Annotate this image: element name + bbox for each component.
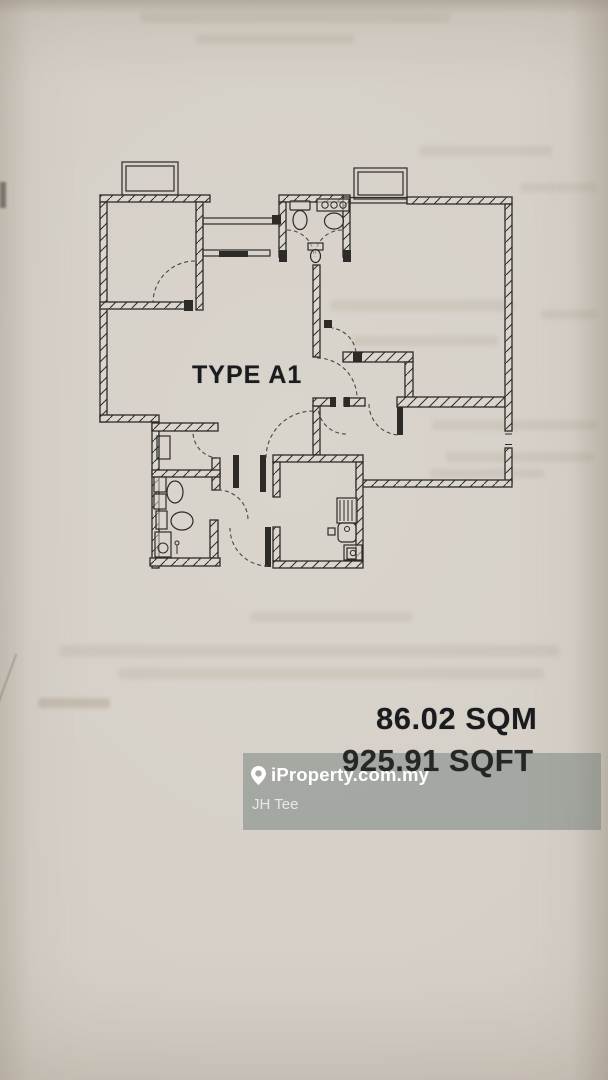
entry-corridor-lines — [156, 217, 281, 460]
watermark: iProperty.com.my JH Tee — [251, 753, 601, 830]
toilet-icon-2 — [155, 510, 194, 531]
pedestal-basin-icon — [307, 242, 324, 264]
sink-icon — [166, 480, 184, 504]
bleedthrough-text-smudge — [420, 146, 552, 156]
toilet-icon — [289, 200, 311, 231]
bleedthrough-text-smudge — [140, 12, 450, 23]
window-break — [505, 433, 512, 445]
bleedthrough-text-smudge — [352, 336, 498, 346]
vanity-sink-icon — [316, 198, 350, 230]
location-pin-icon — [251, 765, 266, 785]
kitchen-sink-icon — [327, 522, 357, 543]
area-sqft-label: 925.91 SQFT — [342, 743, 534, 778]
bleedthrough-text-smudge — [446, 452, 594, 462]
bleedthrough-text-smudge — [520, 183, 596, 192]
unit-type-label: TYPE A1 — [192, 361, 303, 389]
bleedthrough-text-smudge — [330, 300, 514, 311]
watermark-agent-name: JH Tee — [252, 796, 299, 813]
bleedthrough-text-smudge — [250, 612, 412, 622]
bleedthrough-text-smudge — [430, 469, 544, 478]
bleedthrough-text-smudge — [60, 645, 560, 657]
watermark-brand-label: iProperty.com.my — [271, 764, 430, 785]
shelf-icon — [153, 476, 167, 510]
bleedthrough-text-smudge — [196, 34, 354, 44]
kitchen-counter-icon — [336, 497, 358, 524]
washer-icon — [154, 531, 180, 558]
bleedthrough-text-smudge — [118, 668, 544, 679]
paper-edge-mark — [0, 182, 6, 208]
balcony-top-right — [349, 167, 408, 204]
area-sqm-label: 86.02 SQM — [376, 701, 538, 736]
bleedthrough-text-smudge — [540, 310, 598, 319]
watermark-background — [243, 753, 601, 830]
wall-caps-and-door-leaves — [184, 215, 403, 567]
stove-icon — [343, 544, 363, 561]
bleedthrough-text-smudge — [38, 698, 110, 708]
balcony-top-left — [121, 161, 179, 196]
bleedthrough-text-smudge — [432, 420, 598, 430]
